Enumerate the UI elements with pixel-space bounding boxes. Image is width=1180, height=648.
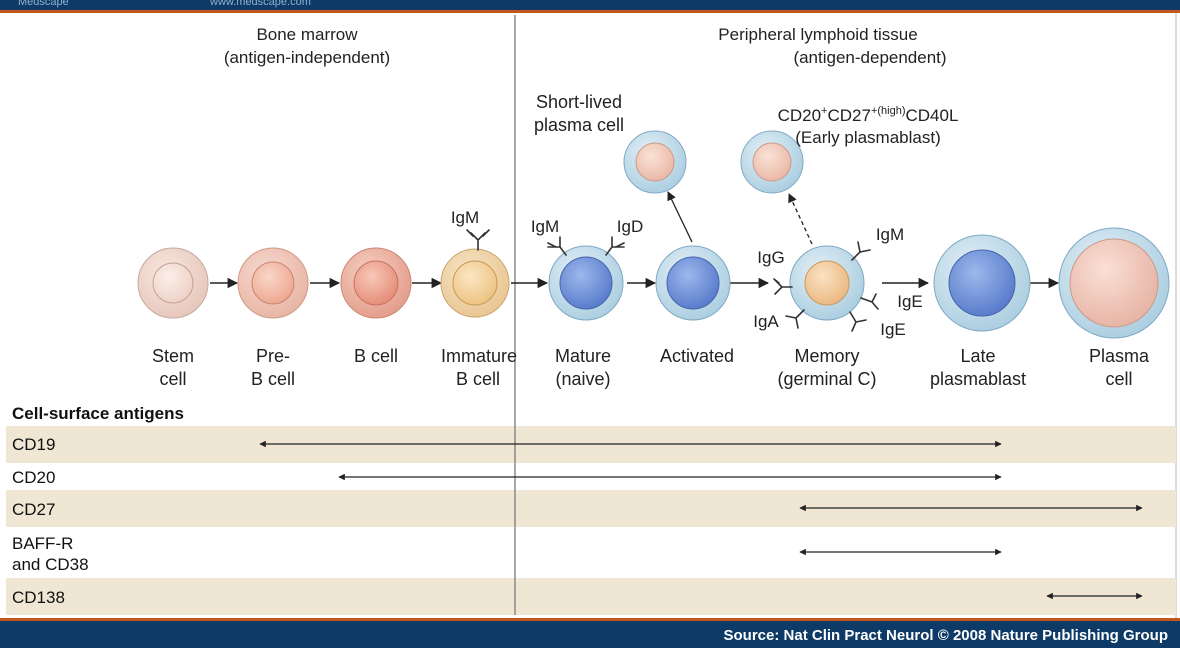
stage-label-stem-1: Stem [152, 346, 194, 366]
antigen-label-cd19: CD19 [12, 435, 55, 454]
receptor-igm-memory [851, 241, 871, 261]
stage-label-memory-1: Memory [794, 346, 859, 366]
label-early-plasmablast-2: (Early plasmablast) [795, 128, 941, 147]
section-right-subtitle: (antigen-dependent) [793, 48, 946, 67]
section-left-subtitle: (antigen-independent) [224, 48, 390, 67]
footer-banner [0, 621, 1180, 648]
cell-short-lived-plasma [623, 130, 687, 194]
antigen-label-baffr-1: BAFF-R [12, 534, 73, 553]
label-igg-memory: IgG [757, 248, 784, 267]
cells [137, 130, 1170, 339]
stage-label-late-2: plasmablast [930, 369, 1026, 389]
antibody-receptors [466, 229, 879, 332]
stage-label-activated-1: Activated [660, 346, 734, 366]
arrow-activated-to-short-lived [667, 191, 693, 243]
section-right-title: Peripheral lymphoid tissue [718, 25, 917, 44]
cell-early-plasmablast [740, 130, 804, 194]
receptor-igm-mature [547, 236, 567, 256]
stage-label-immature-2: B cell [456, 369, 500, 389]
stage-label-pre-1: Pre- [256, 346, 290, 366]
stage-labels: Stem cell Pre- B cell B cell Immature B … [152, 346, 1150, 389]
receptor-iga-memory [785, 309, 805, 329]
stage-label-mature-1: Mature [555, 346, 611, 366]
footer-accent [0, 618, 1180, 621]
cell-b [340, 247, 412, 319]
label-ige-memory-2: IgE [880, 320, 906, 339]
cell-late-plasmablast [933, 234, 1031, 332]
label-igd-mature: IgD [617, 217, 643, 236]
cell-pre-b [237, 247, 309, 319]
label-igm-immature: IgM [451, 208, 479, 227]
arrow-memory-to-early-plasmablast [788, 193, 813, 245]
stage-label-immature-1: Immature [441, 346, 517, 366]
antigen-label-baffr-2: and CD38 [12, 555, 89, 574]
antigens-title: Cell-surface antigens [12, 404, 184, 423]
receptor-igm-immature [466, 229, 490, 251]
cell-immature-b [440, 248, 510, 318]
label-early-plasmablast-1: CD20+CD27+(high)CD40L [778, 105, 959, 125]
stage-label-bcell-1: B cell [354, 346, 398, 366]
stage-label-mature-2: (naive) [555, 369, 610, 389]
receptor-igg-memory [773, 278, 793, 295]
stage-label-late-1: Late [960, 346, 995, 366]
cell-mature [548, 245, 624, 321]
top-banner-accent [0, 10, 1180, 13]
band-cd138 [6, 578, 1176, 615]
label-igm-mature: IgM [531, 217, 559, 236]
stage-label-pre-2: B cell [251, 369, 295, 389]
receptor-ige-memory-2 [849, 311, 867, 332]
stage-label-stem-2: cell [159, 369, 186, 389]
source-credit: Source: Nat Clin Pract Neurol © 2008 Nat… [724, 627, 1168, 644]
label-ige-memory-1: IgE [897, 292, 923, 311]
top-banner [0, 0, 1180, 10]
top-banner-right-text: www.medscape.com [209, 0, 311, 8]
antigen-label-cd27: CD27 [12, 500, 55, 519]
label-short-lived-1: Short-lived [536, 92, 622, 112]
antigen-label-cd20: CD20 [12, 468, 55, 487]
receptor-ige-memory-1 [860, 293, 879, 310]
progression-arrows [210, 191, 1060, 289]
label-iga-memory: IgA [753, 312, 779, 331]
cell-activated [655, 245, 731, 321]
antigen-range-arrows [259, 440, 1143, 600]
section-left-title: Bone marrow [256, 25, 358, 44]
receptor-igd-mature [605, 236, 625, 256]
cell-stem [137, 247, 209, 319]
stage-label-plasma-2: cell [1105, 369, 1132, 389]
stage-label-plasma-1: Plasma [1089, 346, 1150, 366]
antigen-row-bands [6, 426, 1176, 615]
label-short-lived-2: plasma cell [534, 115, 624, 135]
top-banner-left-text: Medscape [18, 0, 69, 8]
cell-memory [789, 245, 865, 321]
cell-plasma [1058, 227, 1170, 339]
antigen-label-cd138: CD138 [12, 588, 65, 607]
stage-label-memory-2: (germinal C) [777, 369, 876, 389]
label-igm-memory: IgM [876, 225, 904, 244]
